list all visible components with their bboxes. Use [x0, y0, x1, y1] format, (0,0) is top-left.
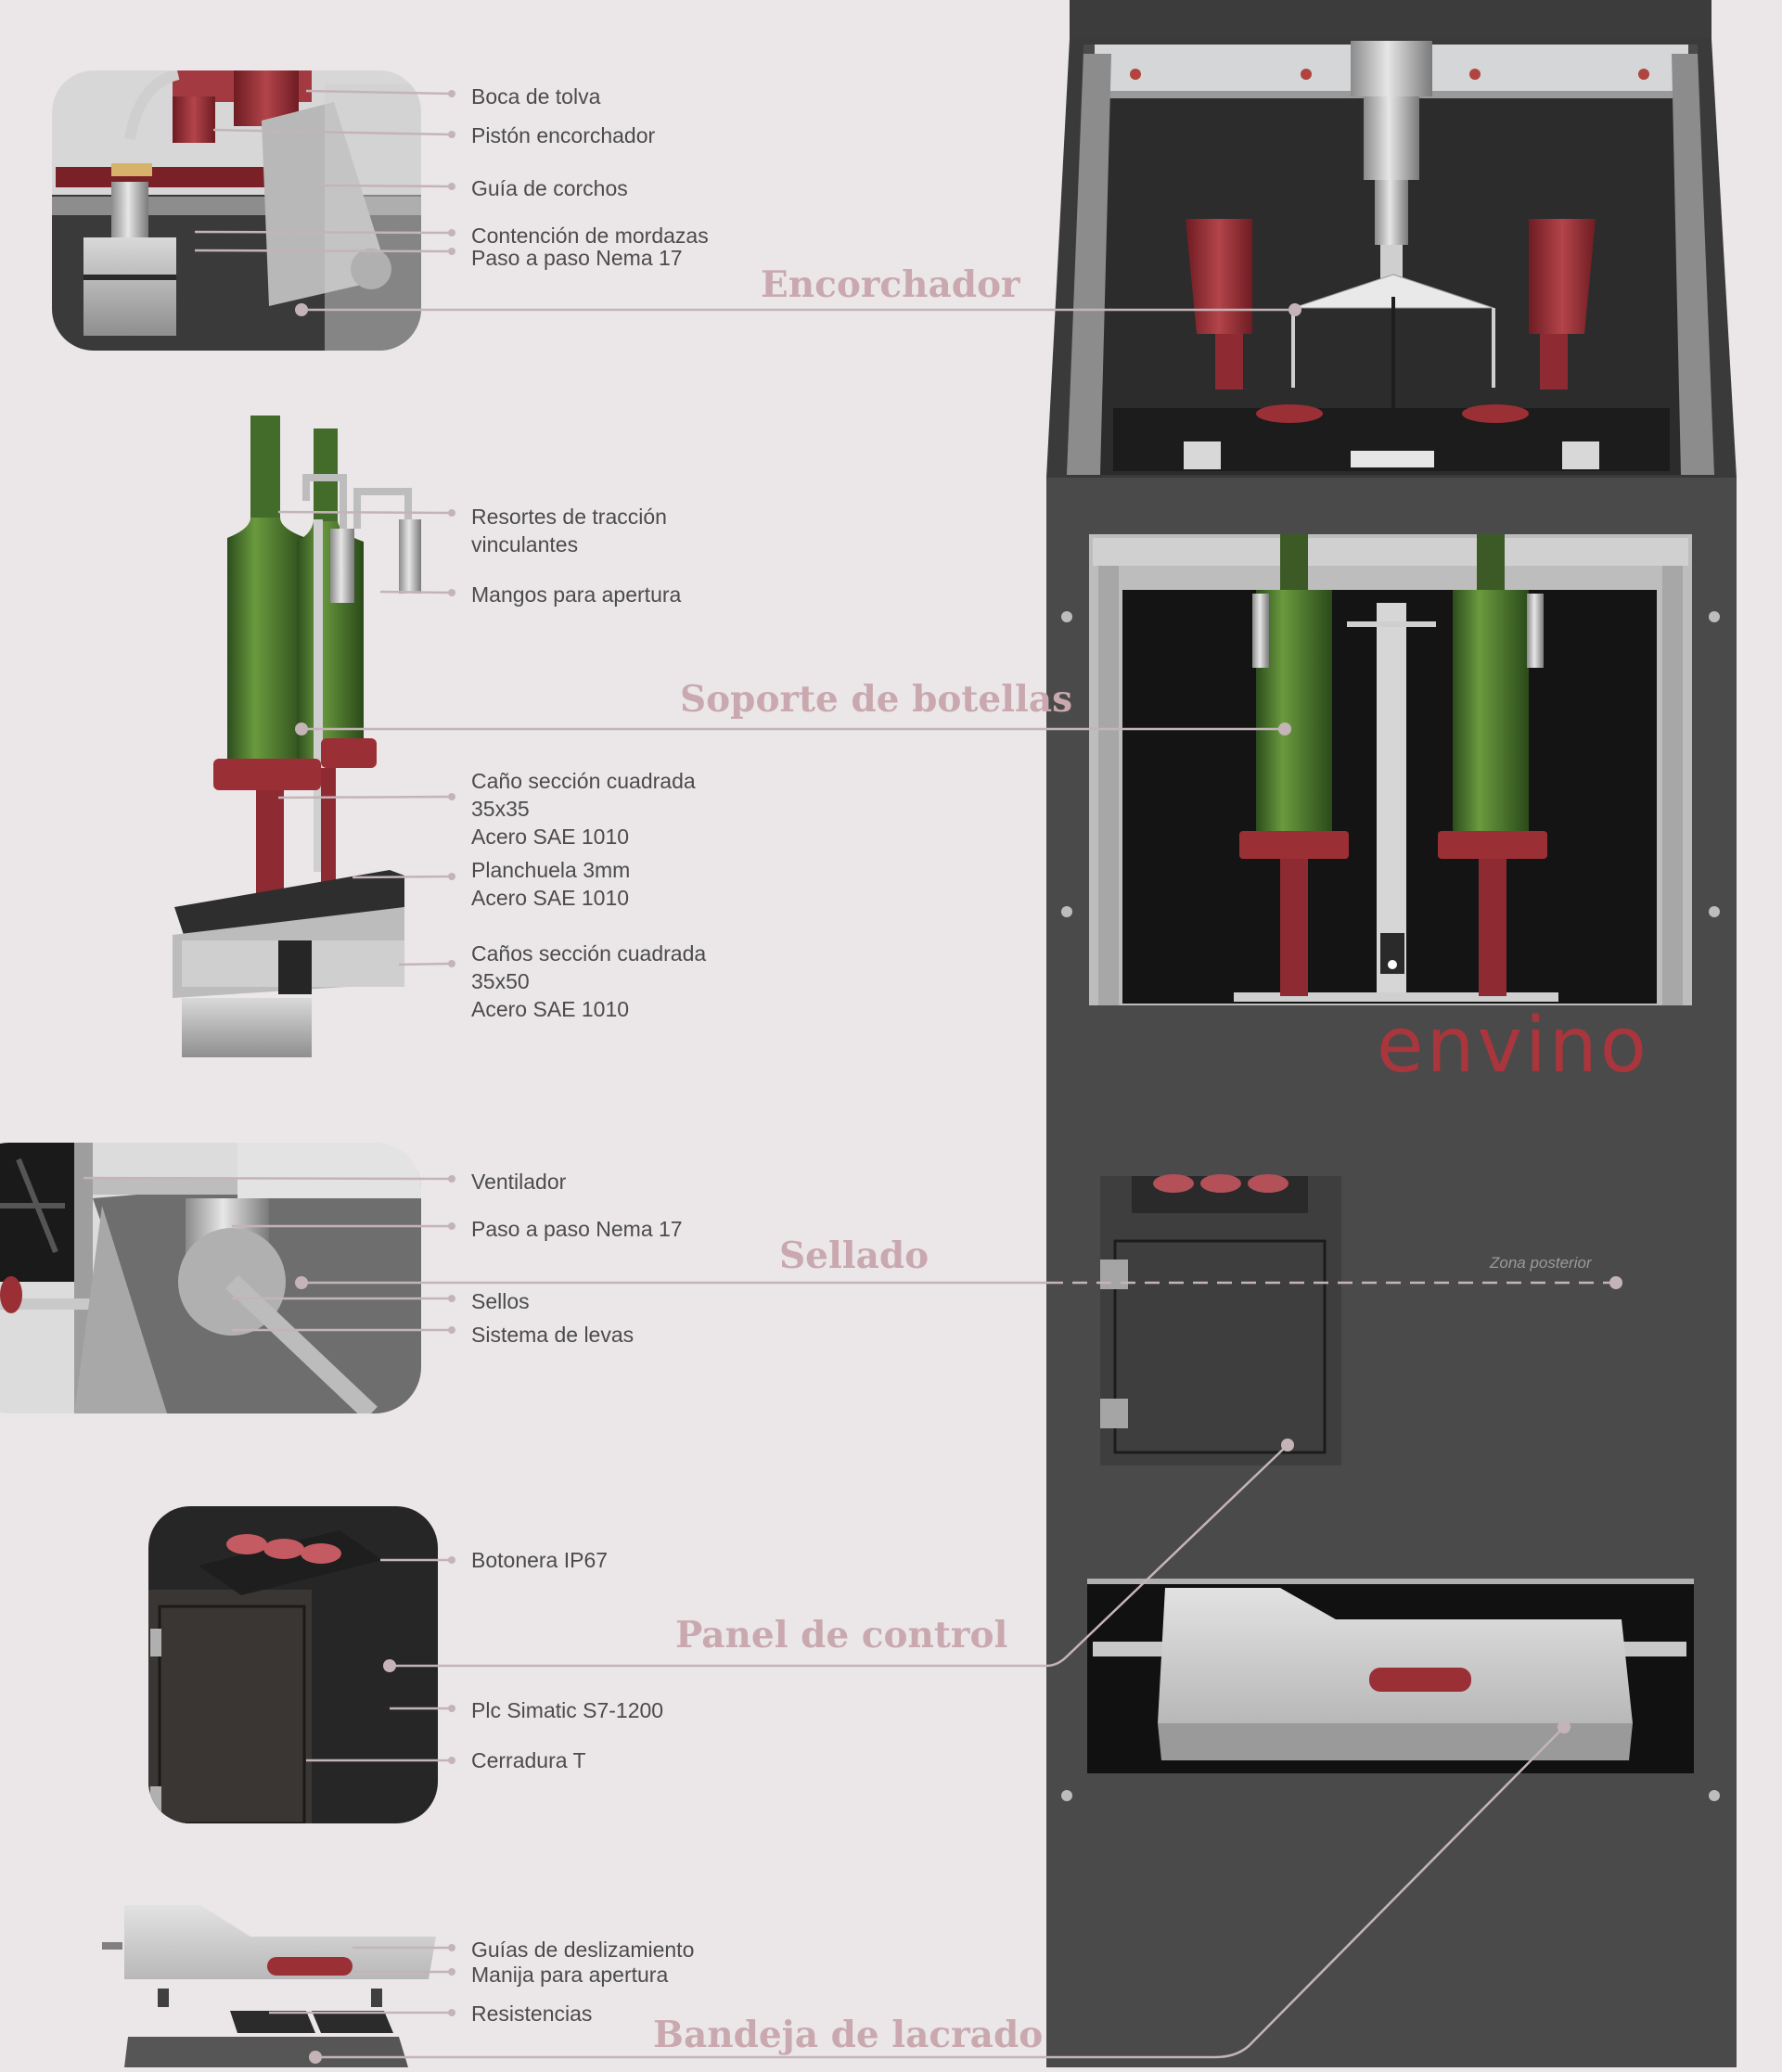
callout-line [212, 128, 453, 136]
label-square-tubes-35x50: Caños sección cuadrada 35x50 Acero SAE 1… [471, 941, 707, 1021]
label-t-lock: Cerradura T [471, 1748, 586, 1772]
callout-line [398, 962, 453, 966]
callout-line [314, 184, 453, 188]
callout-line [194, 249, 453, 253]
callout-line [352, 875, 453, 879]
label-cork-guide: Guía de corchos [471, 176, 628, 200]
callout-dot [295, 723, 308, 735]
callout-dot [1609, 1276, 1622, 1289]
callout-line [305, 89, 453, 96]
callout-dot [448, 2009, 455, 2016]
label-square-tube-35x35: Caño sección cuadrada 35x35 Acero SAE 10… [471, 769, 696, 849]
callout-line [277, 795, 453, 799]
label-cam-system: Sistema de levas [471, 1323, 635, 1347]
label-traction-springs: Resortes de tracción vinculantes [471, 505, 667, 556]
callout-dot [448, 509, 455, 517]
title-bandeja-lacrado: Bandeja de lacrado [653, 2014, 1044, 2056]
callout-dot [295, 1276, 308, 1289]
label-flat-bar: Planchuela 3mm Acero SAE 1010 [471, 858, 631, 910]
callout-dot [448, 1222, 455, 1230]
label-stepper-motor-2: Paso a paso Nema 17 [471, 1217, 683, 1241]
callout-lines [83, 89, 1622, 2064]
callout-dot [448, 1705, 455, 1712]
callout-dot [448, 589, 455, 596]
callout-line [194, 230, 453, 235]
title-encorchador: Encorchador [761, 263, 1020, 306]
callout-dot [448, 131, 455, 138]
callout-dot [448, 90, 455, 97]
label-stepper-motor-1: Paso a paso Nema 17 [471, 246, 683, 270]
brand-logo: envino [1377, 1002, 1649, 1090]
callout-dot [448, 1968, 455, 1976]
label-fan: Ventilador [471, 1170, 567, 1194]
label-button-box: Botonera IP67 [471, 1548, 609, 1572]
callout-line [277, 510, 453, 515]
callout-dot [448, 1175, 455, 1183]
callout-dot [448, 793, 455, 800]
title-panel-control: Panel de control [675, 1614, 1008, 1656]
tray-drawing [102, 1905, 436, 2067]
callout-dot [448, 248, 455, 255]
callout-dot [309, 2051, 322, 2064]
callout-dot [295, 303, 308, 316]
label-slide-guides: Guías de deslizamiento [471, 1938, 695, 1962]
callout-dot [448, 1944, 455, 1951]
label-heaters: Resistencias [471, 2002, 593, 2026]
callout-dot [1558, 1720, 1570, 1733]
machine-cabinet [1046, 0, 1737, 2067]
title-sellado: Sellado [779, 1234, 929, 1277]
capper-inset [52, 70, 421, 351]
label-corking-piston: Pistón encorchador [471, 123, 656, 147]
callout-line [379, 590, 453, 595]
callout-line [83, 1176, 453, 1181]
label-opening-grip: Manija para apertura [471, 1963, 669, 1987]
callout-dot [1288, 303, 1301, 316]
callout-line [390, 1444, 1288, 1668]
callout-dot [448, 183, 455, 190]
callout-dot [383, 1659, 396, 1672]
label-seals: Sellos [471, 1289, 530, 1313]
label-jaw-containment: Contención de mordazas [471, 224, 709, 248]
bottle-support-drawing [173, 416, 421, 1057]
label-plc: Plc Simatic S7-1200 [471, 1698, 664, 1722]
rear-zone-note: Zona posterior [1490, 1254, 1592, 1272]
callout-dot [448, 1326, 455, 1334]
callout-dot [1281, 1439, 1294, 1452]
callout-dot [448, 873, 455, 880]
label-hopper-mouth: Boca de tolva [471, 84, 601, 109]
callout-dot [448, 229, 455, 237]
callout-dot [448, 1295, 455, 1302]
callout-line [315, 1726, 1565, 2059]
callout-dot [448, 1757, 455, 1764]
title-soporte-botellas: Soporte de botellas [680, 678, 1073, 721]
sealing-inset [0, 1143, 421, 1413]
callout-dot [448, 960, 455, 967]
label-opening-handles: Mangos para apertura [471, 582, 682, 607]
callout-dot [448, 1556, 455, 1564]
callout-dot [1278, 723, 1291, 735]
